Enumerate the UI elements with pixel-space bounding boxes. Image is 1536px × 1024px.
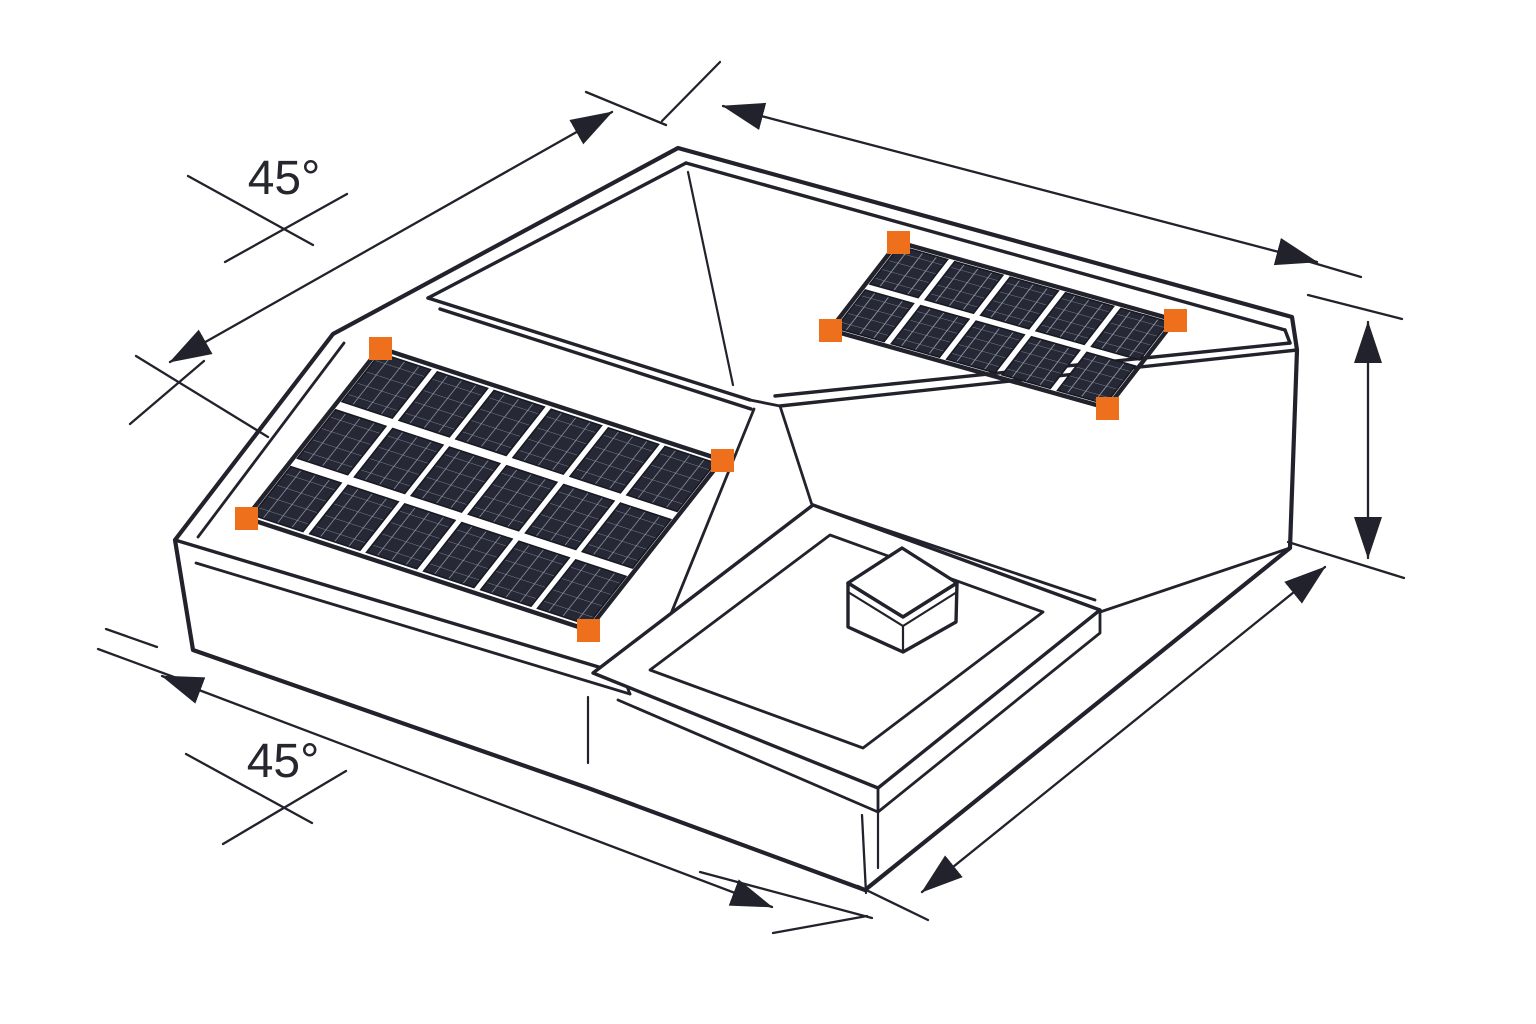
solar-panel [1092,308,1170,360]
solar-panel [424,523,512,588]
solar-panel [253,467,341,532]
solar-panel [310,485,398,550]
solar-panel [399,372,487,437]
array-corner-marker [235,507,258,530]
dimension-ticks [96,60,1406,935]
dimension-roof-edge-upper-right [721,102,1319,266]
solar-panel [1058,352,1136,404]
solar-panel [367,504,455,569]
solar-panel [481,541,569,606]
solar-panel [582,503,670,568]
solar-panel [526,485,614,550]
angle-annotations: 45° 45° [184,152,349,846]
dimension-base-edge-lower-left [160,674,774,909]
array-corner-marker [369,337,392,360]
solar-panels [253,353,716,625]
solar-panel [513,409,601,474]
array-corner-marker [711,449,734,472]
solar-panel [538,560,626,625]
angle-annotation-bottom: 45° [184,735,348,846]
array-corner-marker [577,619,600,642]
dimension-arrows [96,60,1406,935]
solar-panel [947,321,1025,373]
solar-panel [981,277,1059,329]
solar-panel [891,306,969,358]
solar-panel [297,410,385,475]
solar-panel [355,429,443,494]
solar-panel [570,428,658,493]
dimension-roof-edge-upper-left [168,110,614,364]
solar-panel [456,390,544,455]
angle-label-bottom: 45° [247,735,320,788]
solar-panel [411,447,499,512]
solar-panel [1036,293,1114,345]
solar-panel [1002,337,1080,389]
dimension-base-edge-lower-right [920,565,1327,894]
solar-panel [468,466,556,531]
array-corner-marker [1164,309,1187,332]
solar-panel [836,290,914,342]
array-corner-marker [887,231,910,254]
solar-panel [627,446,715,511]
solar-panel [925,262,1003,314]
angle-label-top: 45° [248,152,321,205]
array-corner-marker [819,319,842,342]
array-corner-marker [1096,397,1119,420]
angle-annotation-top: 45° [186,152,349,264]
